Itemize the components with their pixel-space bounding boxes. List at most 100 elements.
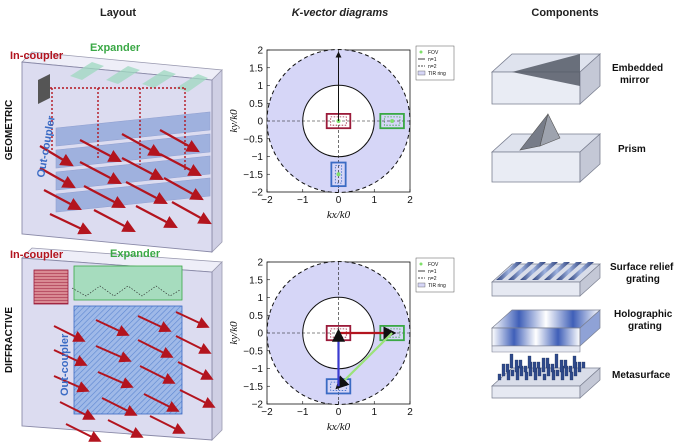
legend-tir-swatch <box>417 70 426 76</box>
diffractive-layout: In-coupler Expander Out-coupler <box>10 247 223 442</box>
geometric-layout: In-coupler Expander Out-coupler <box>10 42 223 253</box>
metasurface-pillar <box>572 355 577 369</box>
metasurface-pillar <box>537 367 542 377</box>
metasurface-pillar <box>550 363 555 373</box>
legend-entry-4: TIR ring <box>428 71 446 77</box>
y-tick-label: −1 <box>252 364 264 375</box>
fov-point-expander <box>390 119 395 123</box>
legend-entry-3: n=2 <box>428 64 437 70</box>
label-prism: Prism <box>618 144 646 155</box>
geometric-out-coupler <box>55 111 211 213</box>
label-holo-1: Holographic <box>614 309 673 320</box>
row-label-diffractive: DIFFRACTIVE <box>4 307 15 373</box>
x-tick-label: 2 <box>407 407 413 418</box>
metasurface-pillar <box>524 371 529 381</box>
component-surface-relief-grating: Surface relief grating <box>491 262 674 297</box>
x-tick-label: 0 <box>336 407 342 418</box>
x-tick-label: 0 <box>336 195 342 206</box>
metasurface-pillar <box>577 361 582 373</box>
metasurface-pillar <box>542 373 547 381</box>
y-tick-label: −1.5 <box>243 170 263 181</box>
box-expander <box>379 113 405 130</box>
y-tick-label: 1 <box>257 81 263 92</box>
y-tick-label: −2 <box>252 400 264 411</box>
metasurface-pillar <box>555 369 560 377</box>
geometric-output-rays <box>39 129 212 235</box>
label-embedded-mirror-1: Embedded <box>612 63 663 74</box>
label-srg-2: grating <box>626 274 660 285</box>
metasurface-pillar <box>536 361 541 369</box>
legend-entry-1: FOV <box>428 50 439 56</box>
metasurface-pillar <box>523 365 528 373</box>
legend-tir-swatch <box>417 282 426 288</box>
x-tick-label: −2 <box>261 195 273 206</box>
y-tick-label: −1.5 <box>243 382 263 393</box>
metasurface-pillar <box>505 363 510 373</box>
legend-entry-1: FOV <box>428 262 439 268</box>
x-axis-label: kx/k0 <box>327 421 351 433</box>
legend-entry-3: n=2 <box>428 276 437 282</box>
y-axis-label: ky/k0 <box>228 321 240 345</box>
y-tick-label: 2 <box>257 258 263 269</box>
y-tick-label: 0 <box>257 329 263 340</box>
tir-ring <box>267 49 410 193</box>
diffractive-expander-label: Expander <box>110 248 161 260</box>
label-holo-2: grating <box>628 321 662 332</box>
component-metasurface: Metasurface <box>491 353 671 399</box>
label-embedded-mirror-2: mirror <box>620 75 650 86</box>
legend-entry-2: n=1 <box>428 269 437 275</box>
x-tick-label: 1 <box>371 407 377 418</box>
legend-entry-2: n=1 <box>428 57 437 63</box>
y-axis-label: ky/k0 <box>228 109 240 133</box>
y-tick-label: 2 <box>257 46 263 57</box>
metasurface-pillar <box>559 359 564 373</box>
box-inner-out-coupler <box>334 165 343 184</box>
diffractive-expander <box>73 265 183 301</box>
component-prism: Prism <box>490 113 646 183</box>
y-tick-label: −0.5 <box>243 134 263 145</box>
diffractive-out-coupler-label: Out-coupler <box>59 333 71 396</box>
metasurface-pillar <box>532 361 537 373</box>
geometric-expander-label: Expander <box>90 42 141 54</box>
geometric-in-coupler-label: In-coupler <box>10 50 64 62</box>
x-tick-label: −2 <box>261 407 273 418</box>
geometric-in-coupler <box>38 74 50 104</box>
x-axis-label: kx/k0 <box>327 209 351 221</box>
metasurface-pillar <box>554 353 559 369</box>
metasurface-pillar <box>581 361 586 369</box>
header-components: Components <box>531 7 598 19</box>
component-embedded-mirror: Embedded mirror <box>490 53 663 105</box>
diffractive-in-coupler <box>33 269 69 305</box>
y-tick-label: 0.5 <box>249 99 263 110</box>
label-srg-1: Surface relief <box>610 262 674 273</box>
metasurface-pillar <box>569 371 574 381</box>
x-tick-label: 1 <box>371 195 377 206</box>
diffractive-output-rays <box>53 311 216 442</box>
metasurface-pillar <box>497 373 502 381</box>
metasurface-pillar <box>509 353 514 369</box>
x-tick-label: −1 <box>297 407 309 418</box>
label-metasurface: Metasurface <box>612 370 671 381</box>
metasurface-pillar <box>541 357 546 373</box>
legend-entry-4: TIR ring <box>428 283 446 289</box>
y-tick-label: 0.5 <box>249 311 263 322</box>
tir-ring <box>267 261 410 405</box>
row-label-geometric: GEOMETRIC <box>4 100 15 161</box>
legend-fov-marker <box>419 50 423 54</box>
y-tick-label: 1.5 <box>249 63 263 74</box>
metasurface-pillar <box>514 359 519 373</box>
header-layout: Layout <box>100 7 136 19</box>
metasurface-pillar <box>527 355 532 369</box>
x-tick-label: −1 <box>297 195 309 206</box>
box-out-coupler <box>330 161 347 188</box>
metasurface-pillar <box>510 369 515 377</box>
metasurface-pillar <box>518 359 523 369</box>
y-tick-label: −2 <box>252 188 264 199</box>
metasurface-pillar <box>545 357 550 369</box>
header-kvector: K-vector diagrams <box>292 7 389 19</box>
grating-vector-2 <box>335 332 393 390</box>
y-tick-label: 1 <box>257 293 263 304</box>
x-tick-label: 2 <box>407 195 413 206</box>
